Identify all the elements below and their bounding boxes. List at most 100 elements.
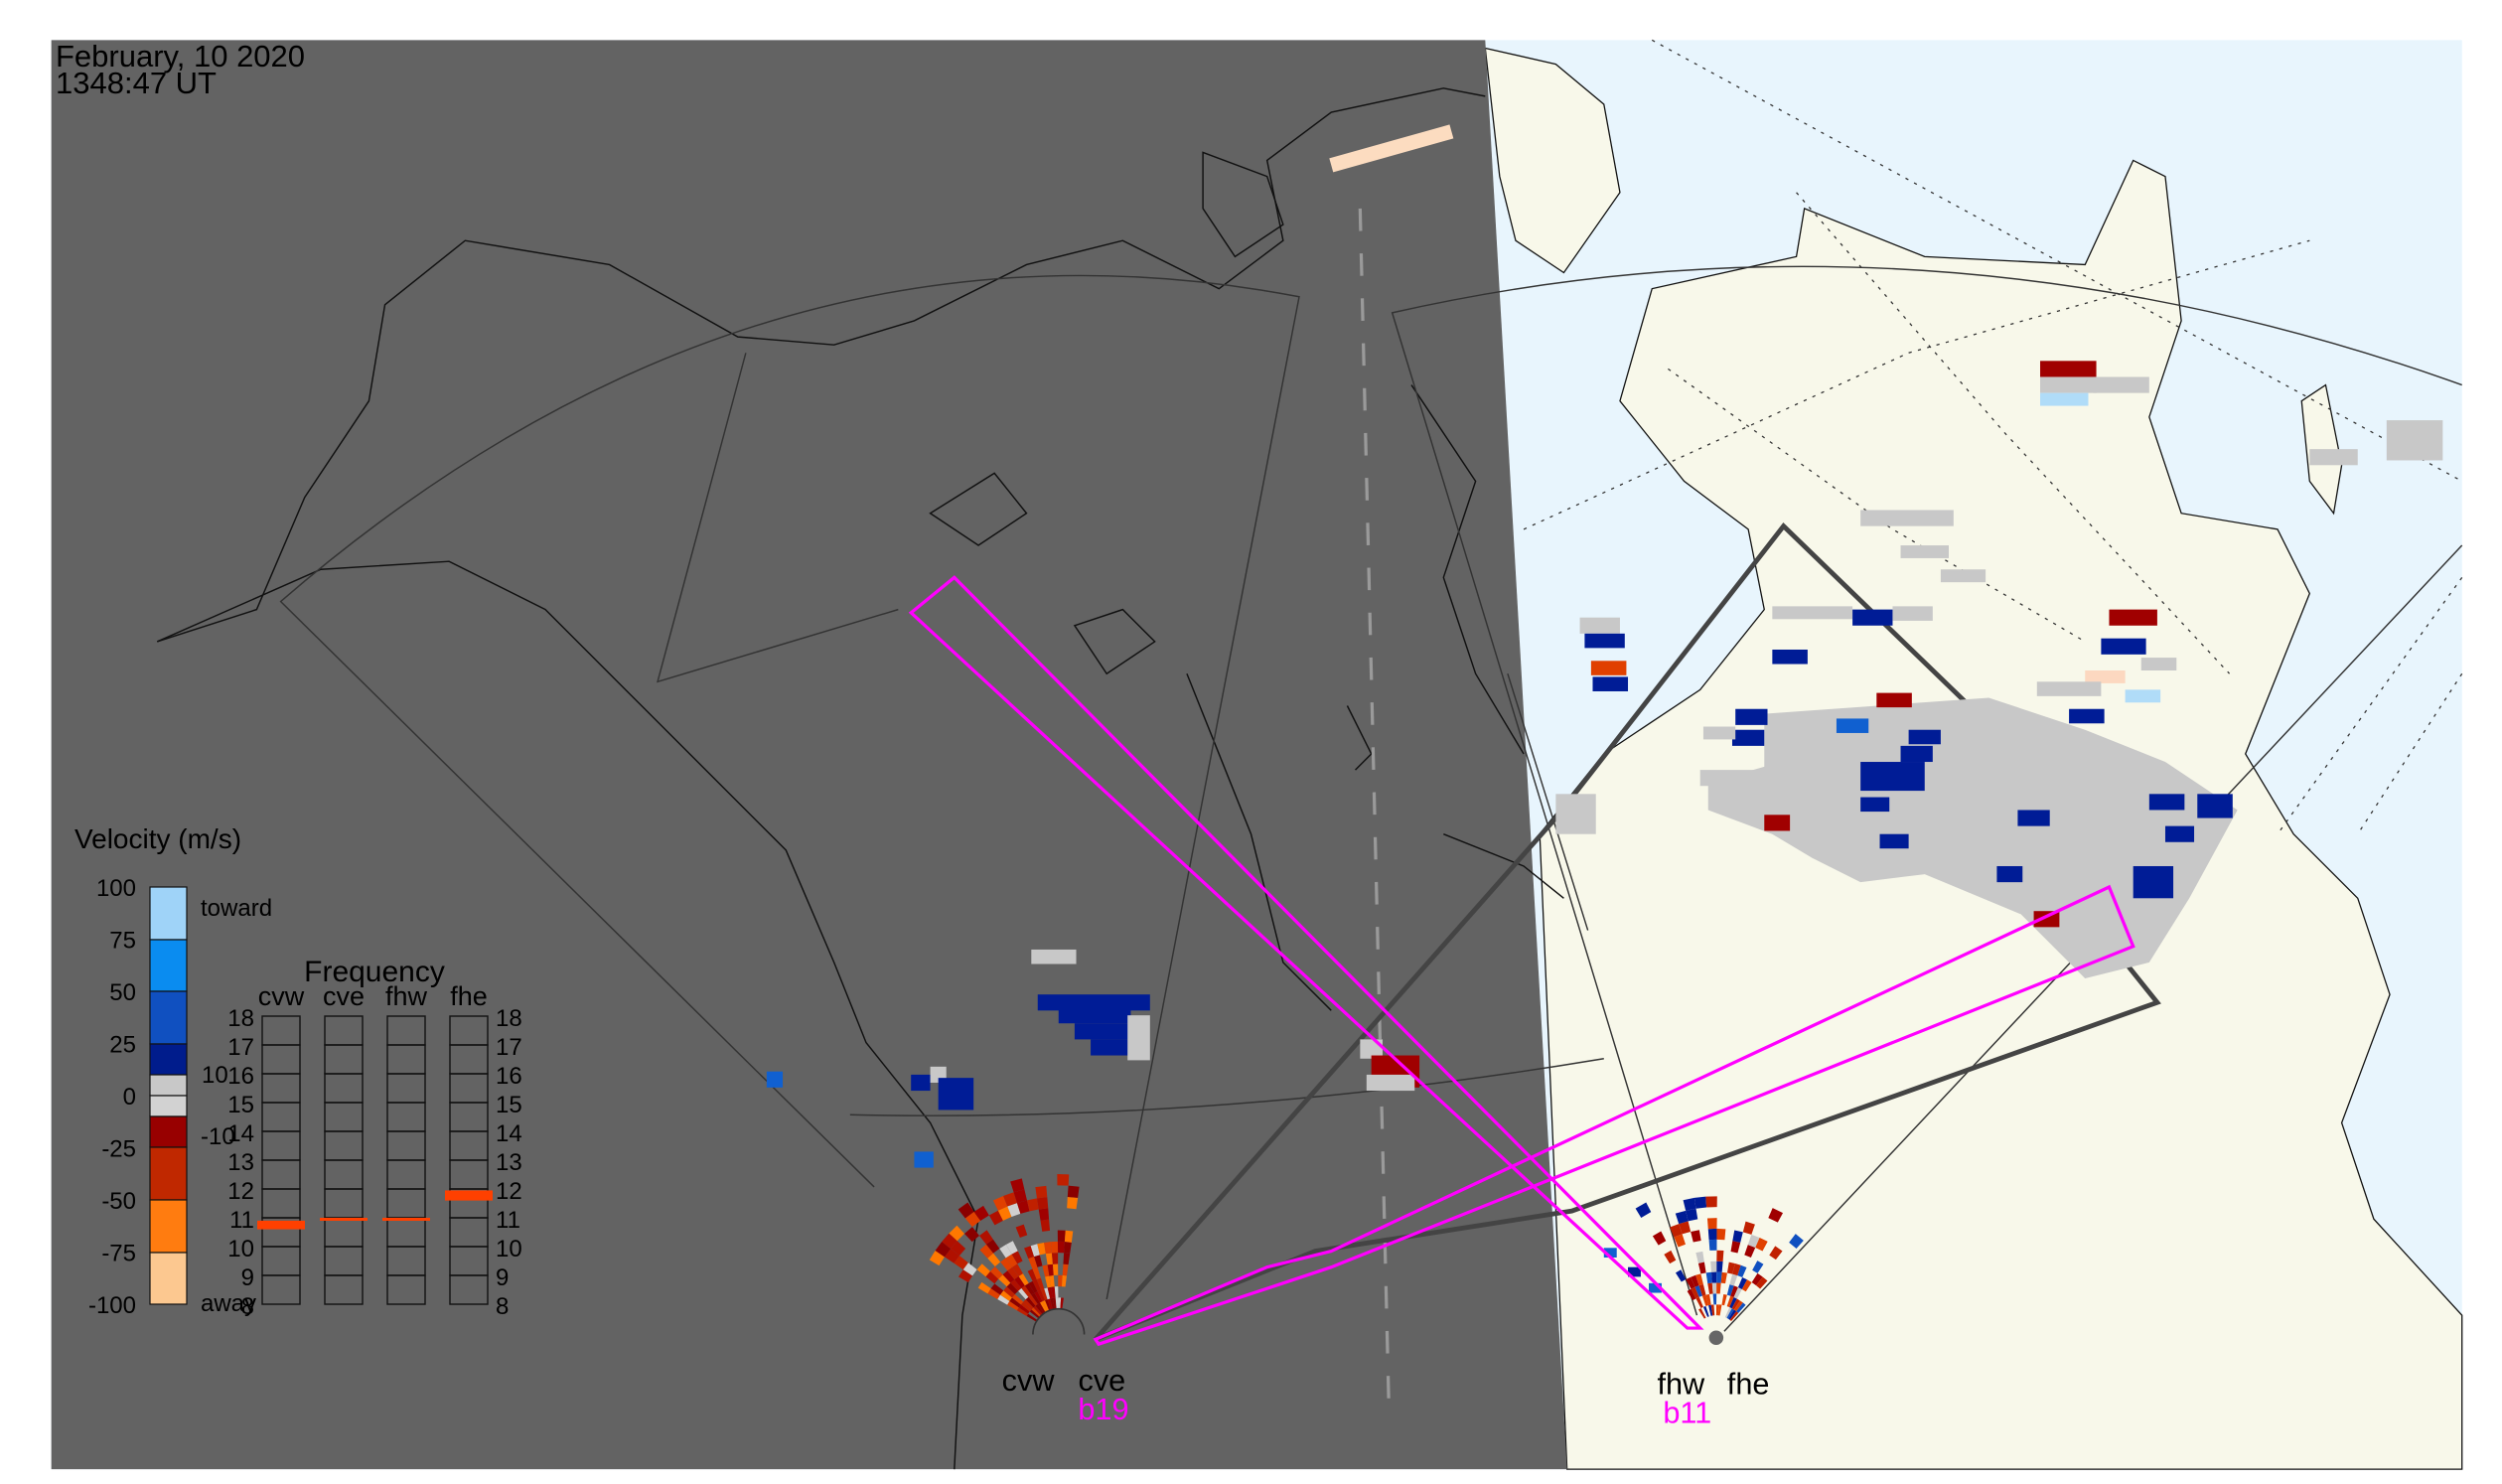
legend-gray-upper-label: 10 bbox=[202, 1062, 228, 1089]
fhw-fhe-range-gate bbox=[1756, 1276, 1768, 1289]
date-label: February, 10 2020 bbox=[56, 39, 305, 74]
scatter-cell bbox=[2085, 669, 2126, 683]
fhw-fhe-range-gate bbox=[1724, 1307, 1732, 1318]
cvw-cve-range-gate bbox=[1034, 1290, 1043, 1303]
cvw-cve-range-gate bbox=[964, 1211, 981, 1228]
cvw-cve-range-gate bbox=[942, 1233, 957, 1250]
cvw-cve-range-gate bbox=[1058, 1274, 1063, 1287]
cvw-cve-range-gate bbox=[1027, 1268, 1037, 1281]
frequency-tick-left: 10 bbox=[227, 1236, 254, 1262]
cvw-cve-range-gate bbox=[987, 1288, 1000, 1299]
cvw-cve-range-gate bbox=[1006, 1282, 1019, 1294]
fhw-fhe-range-gate bbox=[1693, 1196, 1707, 1209]
fhw-fhe-range-gate bbox=[1755, 1237, 1768, 1252]
frequency-tick-right: 13 bbox=[496, 1149, 522, 1176]
cvw-cve-range-gate bbox=[1028, 1257, 1038, 1269]
fhw-fhe-range-gate bbox=[1701, 1294, 1709, 1306]
scatter-cell bbox=[2197, 794, 2233, 818]
fhw-fhe-range-gate bbox=[1737, 1264, 1747, 1278]
frequency-tick-right: 9 bbox=[496, 1264, 509, 1291]
colorbar-segment bbox=[149, 1074, 188, 1097]
scatter-cell bbox=[2093, 376, 2149, 393]
cvw-cve-range-gate bbox=[1007, 1300, 1019, 1311]
cvw-cve-range-gate bbox=[1037, 1242, 1046, 1256]
cvw-cve-range-gate bbox=[1014, 1275, 1025, 1288]
scatter-cell bbox=[2140, 658, 2177, 670]
frequency-tick-left: 8 bbox=[241, 1293, 254, 1320]
scatter-cell bbox=[1892, 606, 1933, 621]
fhw-fhe-range-gate bbox=[1705, 1196, 1717, 1208]
colorbar-segment bbox=[149, 1199, 188, 1254]
fhw-fhe-range-gate bbox=[1707, 1228, 1717, 1241]
fhw-fhe-range-gate bbox=[1695, 1251, 1704, 1263]
fhw-fhe-range-gate bbox=[1768, 1208, 1784, 1223]
cvw-cve-range-gate bbox=[985, 1239, 1000, 1254]
cvw-cve-range-gate bbox=[1024, 1246, 1035, 1259]
cvw-cve-range-gate bbox=[1003, 1286, 1015, 1298]
cvw-cve-range-gate bbox=[1026, 1313, 1038, 1322]
scatter-cell bbox=[1031, 949, 1077, 965]
fhw-fhe-range-gate bbox=[1769, 1246, 1783, 1261]
fhw-fhe-range-gate bbox=[1736, 1302, 1746, 1313]
radar-site-fhw-fhe-marker bbox=[1708, 1330, 1724, 1346]
colorbar-tick-label: -25 bbox=[101, 1136, 136, 1163]
scatter-cell bbox=[1628, 1266, 1641, 1277]
scatter-cell bbox=[1764, 815, 1791, 831]
fhw-fhe-range-gate bbox=[1741, 1279, 1752, 1292]
fhw-fhe-range-gate bbox=[1675, 1210, 1689, 1225]
cvw-cve-range-gate bbox=[997, 1294, 1010, 1305]
fhw-fhe-range-gate bbox=[1652, 1231, 1667, 1246]
scatter-cell bbox=[1860, 762, 1925, 792]
cvw-cve-range-gate bbox=[1067, 1196, 1079, 1210]
fhw-fhe-range-gate bbox=[1733, 1300, 1743, 1312]
frequency-tick-left: 9 bbox=[241, 1264, 254, 1291]
cvw-cve-range-gate bbox=[1015, 1224, 1028, 1238]
scatter-cell bbox=[938, 1078, 974, 1111]
scatter-cell bbox=[2164, 825, 2195, 842]
scatter-cell bbox=[1860, 510, 1954, 526]
cvw-cve-range-gate bbox=[963, 1227, 979, 1243]
cvw-cve-range-gate bbox=[1036, 1277, 1045, 1290]
fhw-fhe-range-gate bbox=[1733, 1287, 1742, 1299]
fhw-fhe-range-gate bbox=[1686, 1208, 1698, 1222]
scatter-cell bbox=[1579, 617, 1620, 634]
frequency-grid-cell bbox=[449, 1274, 489, 1305]
fhw-fhe-range-gate bbox=[1697, 1261, 1706, 1274]
cvw-cve-range-gate bbox=[1064, 1242, 1072, 1254]
time-label: 1348:47 UT bbox=[56, 66, 217, 100]
coastlines-night bbox=[156, 87, 1564, 1470]
scatter-cell bbox=[2148, 794, 2185, 811]
frequency-mark-cvw bbox=[257, 1220, 305, 1230]
frequency-tick-right: 10 bbox=[496, 1236, 522, 1262]
beam-label-b11: b11 bbox=[1663, 1395, 1711, 1429]
cvw-cve-range-gate bbox=[1023, 1299, 1034, 1310]
cvw-cve-range-gate bbox=[1042, 1299, 1050, 1312]
frequency-tick-left: 13 bbox=[227, 1149, 254, 1176]
fhw-fhe-range-gate bbox=[1744, 1245, 1756, 1259]
cvw-cve-range-gate bbox=[957, 1202, 974, 1219]
scatter-cell bbox=[1876, 692, 1912, 708]
cvw-cve-range-gate bbox=[949, 1225, 964, 1242]
cvw-cve-range-gate bbox=[987, 1253, 1001, 1267]
cvw-cve-range-gate bbox=[1011, 1293, 1024, 1305]
terminator-meridian-dashed bbox=[1358, 208, 1392, 1412]
frequency-tick-right: 11 bbox=[496, 1207, 520, 1234]
scatter-cell bbox=[1037, 994, 1150, 1011]
cvw-cve-range-gate bbox=[1021, 1285, 1032, 1297]
cvw-cve-range-gate bbox=[1002, 1270, 1015, 1283]
colorbar-tick-label: 75 bbox=[109, 928, 136, 955]
landmass-arctic-islands bbox=[1484, 47, 1621, 274]
scatter-cell bbox=[2309, 449, 2358, 466]
frequency-tick-right: 17 bbox=[496, 1034, 522, 1061]
cvw-cve-range-gate bbox=[1020, 1301, 1032, 1312]
fhw-fhe-range-gate bbox=[1635, 1202, 1652, 1218]
site-label-fhw: fhw bbox=[1657, 1366, 1705, 1401]
cvw-cve-range-gate bbox=[977, 1281, 991, 1294]
scatter-cell bbox=[2017, 810, 2050, 826]
fhw-fhe-range-gate bbox=[1691, 1286, 1699, 1299]
frequency-tick-left: 16 bbox=[227, 1063, 254, 1090]
cvw-cve-range-gate bbox=[1024, 1282, 1035, 1295]
scatter-cell bbox=[1584, 633, 1625, 649]
frequency-grid-cell bbox=[386, 1274, 426, 1305]
fhw-fhe-range-gate bbox=[1715, 1304, 1719, 1316]
